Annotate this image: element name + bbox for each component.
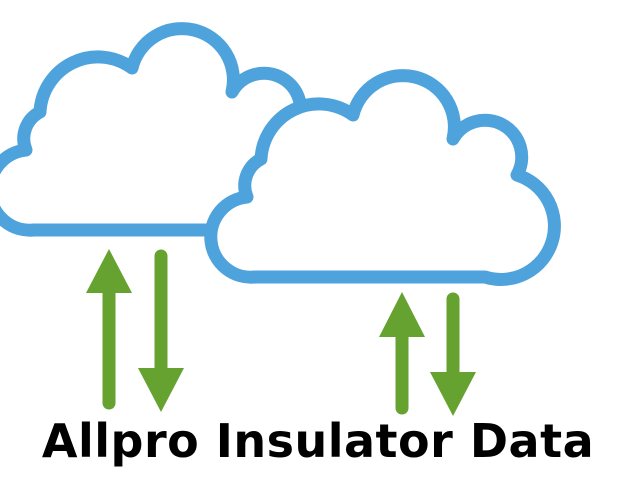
download-arrow-icon [430, 292, 476, 416]
caption-title: Allpro Insulator Data [41, 414, 595, 468]
download-arrow-icon [138, 249, 184, 412]
upload-arrow-icon [379, 292, 425, 415]
upload-arrow-icon [86, 249, 132, 410]
